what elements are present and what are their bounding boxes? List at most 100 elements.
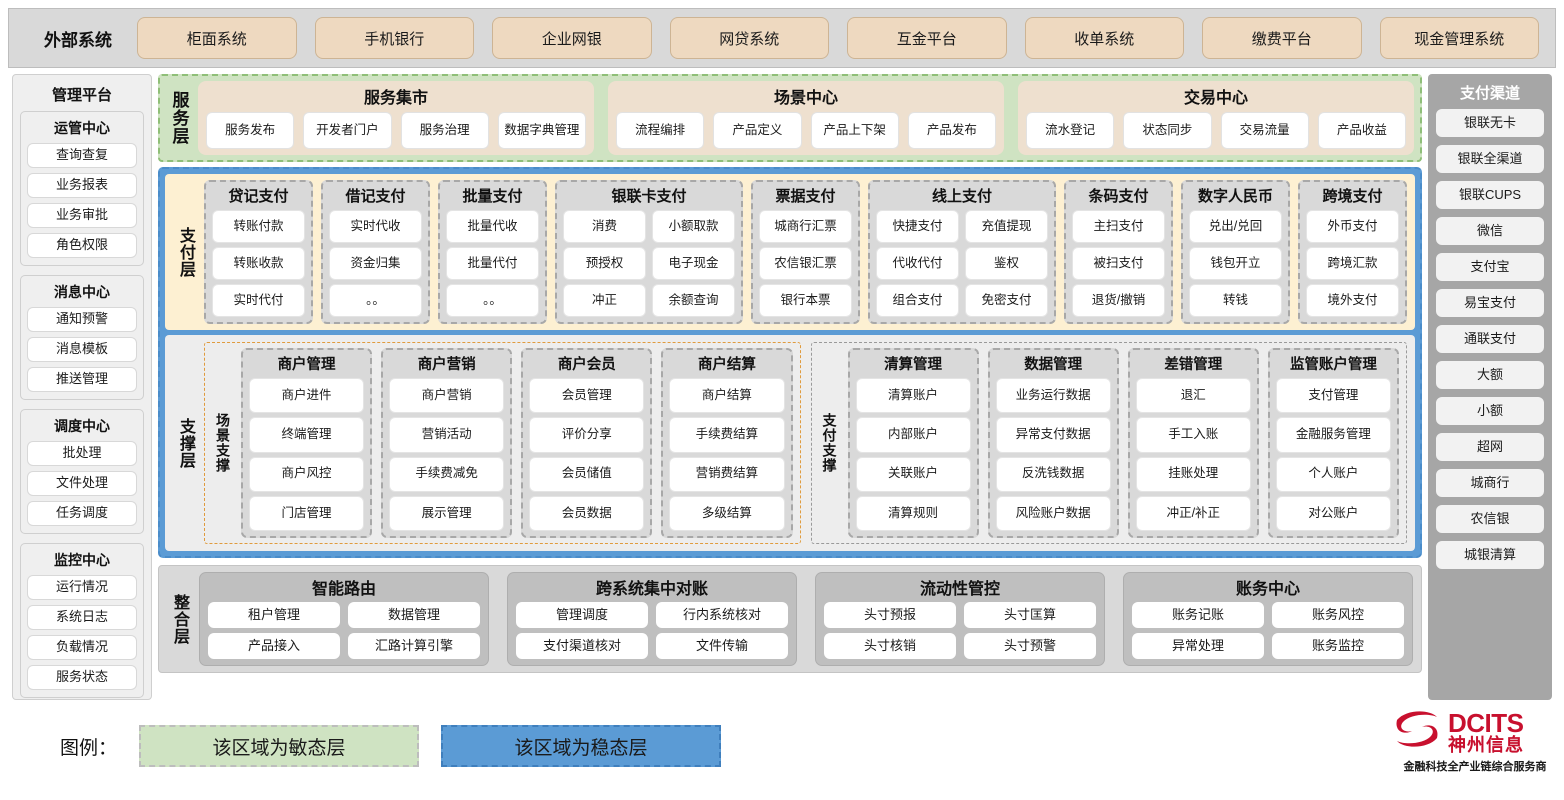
payment-item[interactable]: 。。 (328, 284, 422, 317)
management-item[interactable]: 批处理 (27, 441, 137, 466)
management-item[interactable]: 查询查复 (27, 143, 137, 168)
payment-item[interactable]: 冲正 (562, 284, 646, 317)
payment-item[interactable]: 银行本票 (758, 284, 852, 317)
management-item[interactable]: 通知预警 (27, 307, 137, 332)
payment-channel-item[interactable]: 超网 (1436, 433, 1544, 461)
integration-item[interactable]: 账务监控 (1272, 633, 1404, 659)
payment-item[interactable]: 余额查询 (651, 284, 735, 317)
support-item[interactable]: 展示管理 (389, 495, 505, 531)
payment-item[interactable]: 外币支付 (1305, 210, 1399, 243)
payment-item[interactable]: 实时代付 (212, 284, 305, 317)
service-item[interactable]: 产品上下架 (810, 112, 899, 149)
payment-item[interactable]: 鉴权 (964, 247, 1048, 280)
payment-item[interactable]: 转账付款 (212, 210, 305, 243)
support-item[interactable]: 支付管理 (1275, 378, 1391, 414)
support-item[interactable]: 手续费减免 (389, 456, 505, 492)
integration-item[interactable]: 头寸匡算 (964, 602, 1096, 628)
payment-item[interactable]: 资金归集 (328, 247, 422, 280)
management-item[interactable]: 任务调度 (27, 501, 137, 526)
external-system-chip[interactable]: 缴费平台 (1202, 17, 1362, 59)
payment-item[interactable]: 批量代收 (445, 210, 539, 243)
payment-item[interactable]: 城商行汇票 (758, 210, 852, 243)
support-item[interactable]: 会员储值 (529, 456, 645, 492)
support-item[interactable]: 业务运行数据 (995, 378, 1111, 414)
payment-channel-item[interactable]: 农信银 (1436, 505, 1544, 533)
payment-channel-item[interactable]: 大额 (1436, 361, 1544, 389)
support-item[interactable]: 手续费结算 (669, 417, 785, 453)
payment-item[interactable]: 主扫支付 (1072, 210, 1165, 243)
payment-item[interactable]: 跨境汇款 (1305, 247, 1399, 280)
payment-item[interactable]: 被扫支付 (1072, 247, 1165, 280)
payment-item[interactable]: 实时代收 (328, 210, 422, 243)
service-item[interactable]: 开发者门户 (303, 112, 392, 149)
support-item[interactable]: 对公账户 (1275, 495, 1391, 531)
external-system-chip[interactable]: 企业网银 (492, 17, 652, 59)
payment-item[interactable]: 充值提现 (964, 210, 1048, 243)
support-item[interactable]: 商户营销 (389, 378, 505, 414)
management-item[interactable]: 业务报表 (27, 173, 137, 198)
payment-item[interactable]: 预授权 (562, 247, 646, 280)
payment-item[interactable]: 转钱 (1188, 284, 1282, 317)
payment-item[interactable]: 消费 (562, 210, 646, 243)
management-item[interactable]: 角色权限 (27, 233, 137, 258)
support-item[interactable]: 营销活动 (389, 417, 505, 453)
management-item[interactable]: 负载情况 (27, 635, 137, 660)
payment-channel-item[interactable]: 城银清算 (1436, 541, 1544, 569)
support-item[interactable]: 商户风控 (249, 456, 365, 492)
support-item[interactable]: 会员管理 (529, 378, 645, 414)
support-item[interactable]: 商户结算 (669, 378, 785, 414)
service-item[interactable]: 产品收益 (1317, 112, 1406, 149)
support-item[interactable]: 挂账处理 (1135, 456, 1251, 492)
payment-item[interactable]: 小额取款 (651, 210, 735, 243)
support-item[interactable]: 内部账户 (855, 417, 971, 453)
integration-item[interactable]: 管理调度 (516, 602, 648, 628)
external-system-chip[interactable]: 收单系统 (1024, 17, 1184, 59)
external-system-chip[interactable]: 网贷系统 (669, 17, 829, 59)
payment-channel-item[interactable]: 通联支付 (1436, 325, 1544, 353)
external-system-chip[interactable]: 互金平台 (847, 17, 1007, 59)
payment-channel-item[interactable]: 银联CUPS (1436, 181, 1544, 209)
payment-channel-item[interactable]: 易宝支付 (1436, 289, 1544, 317)
management-item[interactable]: 推送管理 (27, 367, 137, 392)
management-item[interactable]: 服务状态 (27, 665, 137, 690)
management-item[interactable]: 文件处理 (27, 471, 137, 496)
support-item[interactable]: 风险账户数据 (995, 495, 1111, 531)
support-item[interactable]: 商户进件 (249, 378, 365, 414)
service-item[interactable]: 状态同步 (1123, 112, 1212, 149)
support-item[interactable]: 反洗钱数据 (995, 456, 1111, 492)
payment-item[interactable]: 电子现金 (651, 247, 735, 280)
payment-channel-item[interactable]: 城商行 (1436, 469, 1544, 497)
integration-item[interactable]: 产品接入 (208, 633, 340, 659)
external-system-chip[interactable]: 手机银行 (314, 17, 474, 59)
payment-item[interactable]: 农信银汇票 (758, 247, 852, 280)
payment-item[interactable]: 钱包开立 (1188, 247, 1282, 280)
support-item[interactable]: 会员数据 (529, 495, 645, 531)
payment-item[interactable]: 免密支付 (964, 284, 1048, 317)
management-item[interactable]: 消息模板 (27, 337, 137, 362)
payment-item[interactable]: 转账收款 (212, 247, 305, 280)
payment-item[interactable]: 兑出/兑回 (1188, 210, 1282, 243)
integration-item[interactable]: 支付渠道核对 (516, 633, 648, 659)
support-item[interactable]: 冲正/补正 (1135, 495, 1251, 531)
payment-item[interactable]: 组合支付 (875, 284, 959, 317)
service-item[interactable]: 流水登记 (1026, 112, 1115, 149)
support-item[interactable]: 评价分享 (529, 417, 645, 453)
support-item[interactable]: 终端管理 (249, 417, 365, 453)
service-item[interactable]: 服务发布 (206, 112, 295, 149)
integration-item[interactable]: 头寸核销 (824, 633, 956, 659)
integration-item[interactable]: 文件传输 (656, 633, 788, 659)
payment-channel-item[interactable]: 微信 (1436, 217, 1544, 245)
management-item[interactable]: 系统日志 (27, 605, 137, 630)
payment-item[interactable]: 境外支付 (1305, 284, 1399, 317)
integration-item[interactable]: 异常处理 (1132, 633, 1264, 659)
support-item[interactable]: 个人账户 (1275, 456, 1391, 492)
integration-item[interactable]: 账务风控 (1272, 602, 1404, 628)
external-system-chip[interactable]: 柜面系统 (137, 17, 297, 59)
external-system-chip[interactable]: 现金管理系统 (1379, 17, 1539, 59)
support-item[interactable]: 异常支付数据 (995, 417, 1111, 453)
management-item[interactable]: 业务审批 (27, 203, 137, 228)
payment-item[interactable]: 代收代付 (875, 247, 959, 280)
integration-item[interactable]: 数据管理 (348, 602, 480, 628)
service-item[interactable]: 产品定义 (713, 112, 802, 149)
support-item[interactable]: 手工入账 (1135, 417, 1251, 453)
